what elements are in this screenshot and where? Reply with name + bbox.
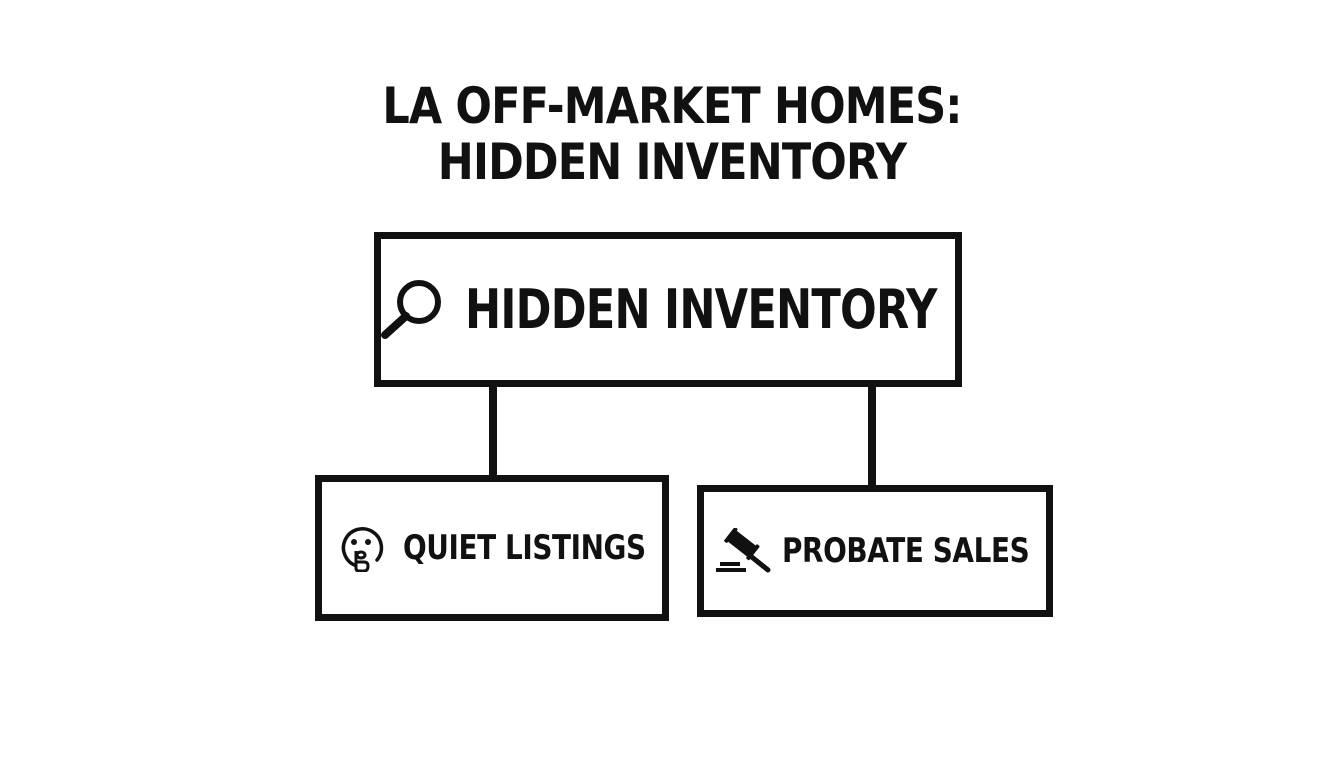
child-node-probate-sales: PROBATE SALES (697, 485, 1053, 617)
title-line-2: HIDDEN INVENTORY (437, 133, 907, 191)
root-node-label: HIDDEN INVENTORY (464, 278, 937, 341)
child-node-quiet-listings: QUIET LISTINGS (315, 475, 669, 621)
diagram-title: LA OFF-MARKET HOMES: HIDDEN INVENTORY (94, 78, 1250, 190)
root-node-hidden-inventory: HIDDEN INVENTORY (374, 232, 962, 387)
shushing-face-icon (337, 524, 385, 572)
child-node-label-left: QUIET LISTINGS (403, 528, 646, 568)
child-node-label-right: PROBATE SALES (782, 531, 1030, 571)
gavel-icon (716, 528, 772, 574)
title-line-1: LA OFF-MARKET HOMES: (382, 77, 962, 135)
magnifying-glass-icon (377, 277, 445, 343)
